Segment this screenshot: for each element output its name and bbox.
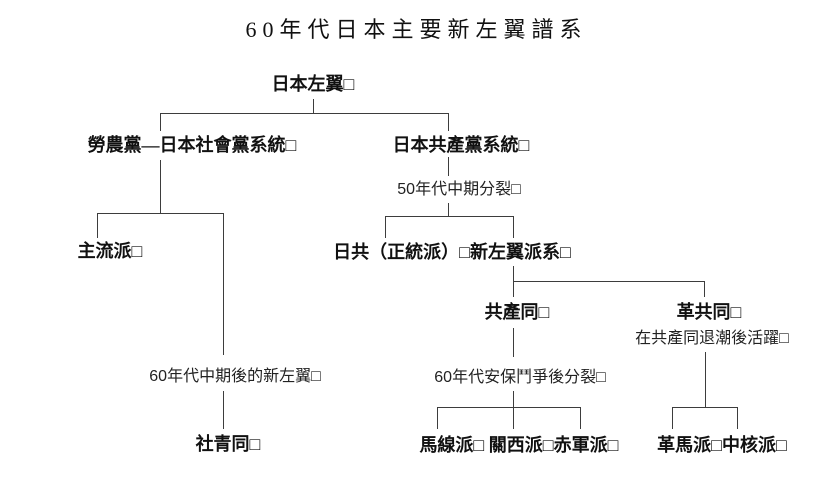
kyosando-node: 共產同□: [484, 302, 550, 323]
root-horizontal-line: [160, 113, 449, 114]
masen-kansai-sekigun-node: 馬線派□ 關西派□赤軍派□: [419, 435, 619, 456]
shaseido-stem-lower-line: [223, 391, 224, 429]
kyosando-stub-line: [513, 328, 514, 357]
threeway-horizontal-line: [437, 407, 581, 408]
anpo-split-note-annotation: 60年代安保鬥爭後分裂□: [434, 369, 606, 387]
kansai-drop-line: [513, 407, 514, 429]
rono-stem-line: [160, 160, 161, 213]
shaseido-node: 社青同□: [195, 434, 261, 455]
mainstream-faction-node: 主流派□: [77, 241, 143, 262]
root-left-drop-line: [160, 113, 161, 131]
split50-stub-line: [448, 203, 449, 216]
twoway-horizontal-line: [672, 407, 738, 408]
japan-left-node: 日本左翼□: [271, 74, 355, 95]
chukaku-drop-line: [737, 407, 738, 429]
jcp-stub-line: [448, 157, 449, 176]
jcp-system-node: 日本共產黨系統□: [392, 135, 530, 156]
mid-60s-note-annotation: 60年代中期後的新左翼□: [149, 368, 321, 386]
orthodox-right-drop-line: [513, 216, 514, 238]
orthodox-left-drop-line: [385, 216, 386, 238]
orthodox-horizontal-line: [385, 216, 514, 217]
sekigun-drop-line: [580, 407, 581, 429]
kakuma-chukaku-node: 革馬派□中核派□: [657, 435, 787, 456]
rono-jsp-system-node: 勞農黨—日本社會黨系統□: [87, 135, 297, 156]
diagram-title: 60年代日本主要新左翼譜系: [245, 17, 588, 42]
rono-horizontal-line: [97, 213, 224, 214]
root-right-drop-line: [448, 113, 449, 131]
newleft-horizontal-line: [513, 281, 705, 282]
root-stub-line: [313, 99, 314, 113]
masen-drop-line: [437, 407, 438, 429]
shaseido-stem-upper-line: [223, 213, 224, 355]
kakukyodo-drop-line: [704, 281, 705, 297]
split-mid-50s-annotation: 50年代中期分裂□: [397, 181, 521, 199]
kakuma-drop-line: [672, 407, 673, 429]
anpo-stub-line: [513, 391, 514, 407]
kakukyodo-note-annotation: 在共產同退潮後活躍□: [635, 330, 789, 348]
jcp-orthodox-newleft-node: 日共（正統派）□新左翼派系□: [333, 242, 571, 263]
kakukyodo-node: 革共同□: [676, 302, 742, 323]
kakukyodo-stem-line: [705, 352, 706, 407]
mainstream-drop-line: [97, 213, 98, 238]
